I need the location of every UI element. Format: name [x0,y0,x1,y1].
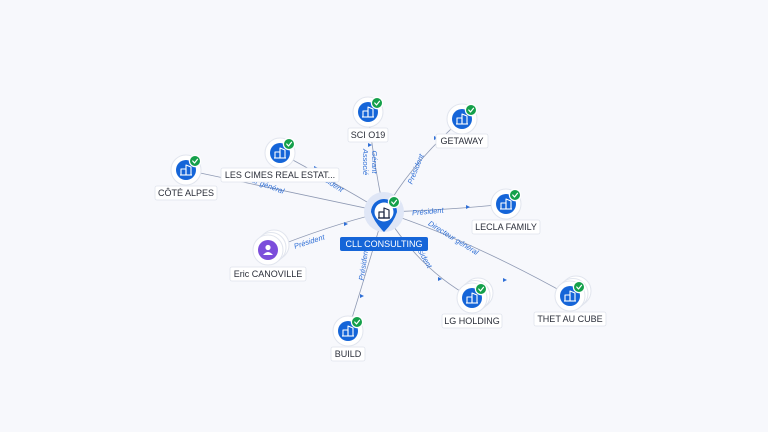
node-sci[interactable]: SCI O19 [347,96,389,143]
edge-arrow [360,294,364,298]
node-label: SCI O19 [351,130,386,140]
node-label-box[interactable]: BUILD [330,346,366,362]
node-label: Eric CANOVILLE [234,269,303,279]
node-thet[interactable]: THET AU CUBE [533,275,607,327]
node-label: GETAWAY [440,136,483,146]
center-label-text: CLL CONSULTING [345,239,422,249]
edge-arrow [503,278,507,282]
edge-label: Président [412,206,445,218]
check-badge-icon [464,103,478,117]
node-label-box[interactable]: LG HOLDING [441,313,503,329]
edge-label: Président [357,247,370,281]
edge-label: Gérant [370,151,379,175]
node-label-box[interactable]: GETAWAY [435,133,489,149]
node-label: CÔTÉ ALPES [158,188,214,198]
edge-label-secondary: Associé [361,148,370,175]
node-label-box[interactable]: Eric CANOVILLE [229,266,307,282]
node-build[interactable]: BUILD [330,315,366,362]
user-icon [263,244,273,255]
node-label-box[interactable]: SCI O19 [347,127,389,143]
node-label: BUILD [335,349,362,359]
check-badge-icon [572,280,586,294]
node-lescimes[interactable]: LES CIMES REAL ESTAT... [220,137,340,183]
node-getaway[interactable]: GETAWAY [435,103,489,149]
edge-label: Président [406,152,427,186]
check-badge-icon [474,282,488,296]
building-icon [500,198,512,210]
node-lg[interactable]: LG HOLDING [441,277,503,329]
building-icon [564,290,576,302]
node-cote[interactable]: CÔTÉ ALPES [154,154,218,201]
node-label-box[interactable]: LECLA FAMILY [471,219,541,235]
check-badge-icon [188,154,202,168]
edge-line [383,211,571,297]
edge-arrow [368,143,372,147]
building-icon [342,325,354,337]
edge-arrow [466,205,470,209]
node-label-box[interactable]: THET AU CUBE [533,311,607,327]
building-icon [456,113,468,125]
check-badge-icon [387,195,401,209]
node-label: LES CIMES REAL ESTAT... [225,170,335,180]
node-label: LECLA FAMILY [475,222,537,232]
edge-label: Président [293,232,327,251]
node-eric[interactable]: Eric CANOVILLE [229,229,307,282]
center-label[interactable]: CLL CONSULTING [340,237,428,251]
check-badge-icon [282,137,296,151]
center-node[interactable]: CLL CONSULTING [340,192,428,251]
node-label-box[interactable]: LES CIMES REAL ESTAT... [220,167,340,183]
edge-arrow [438,277,442,281]
check-badge-icon [508,188,522,202]
node-lecla[interactable]: LECLA FAMILY [471,188,541,235]
edge-arrow [344,222,348,226]
check-badge-icon [350,315,364,329]
building-icon [466,292,478,304]
building-icon [362,106,374,118]
building-icon [378,207,390,219]
check-badge-icon [370,96,384,110]
building-icon [274,147,286,159]
building-icon [180,164,192,176]
node-label-box[interactable]: CÔTÉ ALPES [154,185,218,201]
edge-line [185,169,385,213]
node-label: LG HOLDING [444,316,500,326]
node-label: THET AU CUBE [537,314,602,324]
